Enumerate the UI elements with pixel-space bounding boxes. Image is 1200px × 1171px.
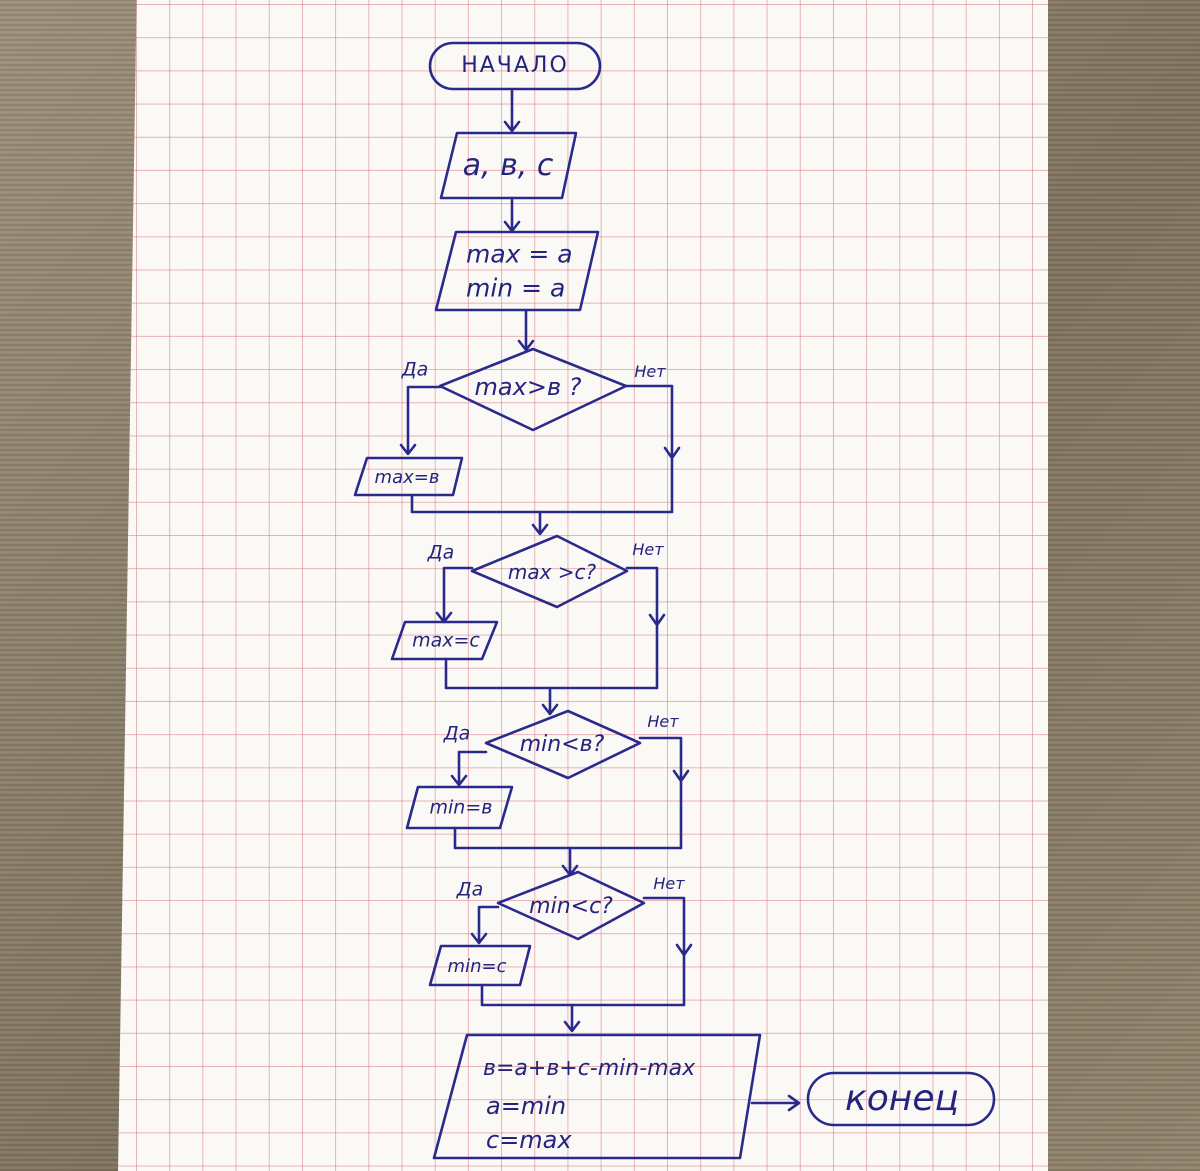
end-terminator-shape [806,1071,996,1127]
decision-2-condition: max >c? [507,560,597,584]
decision-3-condition: min<в? [519,732,605,757]
final-parallelogram-shape [432,1033,762,1160]
final-line-3: c=max [486,1126,572,1154]
connector-d3-d4 [561,846,579,877]
connector-start-input [503,87,521,133]
decision-1-yes-label: Да [401,358,429,381]
final-line-2: a=min [486,1092,567,1120]
init-line-2: min = a [466,273,566,303]
decision-4-no-branch [480,896,693,1007]
connector-d1-d2 [531,510,549,536]
decision-2-no-branch [444,566,666,690]
decision-4-yes-label: Да [456,878,484,901]
connector-input-init [503,196,521,233]
decision-1-action-shape [353,456,464,497]
decision-4-action-label: min=c [447,956,507,977]
decision-2-action-shape [390,620,499,661]
decision-2-action-label: max=c [412,629,480,652]
input-label: a, в, c [462,148,554,183]
input-parallelogram-shape [439,131,578,200]
connector-d2-d3 [541,686,559,716]
decision-4-condition: min<c? [529,894,613,919]
init-parallelogram-shape [434,230,600,312]
final-line-1: в=a+в+c-min-max [483,1056,696,1081]
decision-4-action-shape [428,944,532,987]
connector-init-d1 [517,308,535,352]
connector-final-end [750,1094,801,1112]
decision-1-condition: max>в ? [474,373,582,401]
init-line-1: max = a [466,239,573,269]
decision-4-yes-branch [470,905,500,945]
start-terminator-shape [428,41,602,91]
decision-1-diamond [438,347,628,432]
decision-4-diamond [496,870,646,941]
decision-3-yes-branch [450,750,488,787]
grid-paper-sheet [118,0,1048,1171]
end-label: конец [845,1078,959,1119]
start-label: НАЧАЛО [461,53,569,78]
decision-3-no-label: Нет [647,712,679,731]
decision-2-diamond [470,534,629,609]
decision-3-no-branch [453,736,690,850]
decision-3-action-shape [405,785,514,830]
decision-1-action-label: max=в [374,467,440,488]
decision-2-yes-label: Да [427,541,455,564]
decision-3-action-label: min=в [429,796,493,819]
decision-2-no-label: Нет [632,540,664,559]
decision-4-no-label: Нет [653,874,685,893]
decision-3-yes-label: Да [443,722,471,745]
decision-3-diamond [484,709,642,780]
decision-2-yes-branch [435,566,474,624]
decision-1-no-branch [410,384,681,514]
decision-1-no-label: Нет [634,362,666,381]
connector-d4-final [563,1003,581,1033]
decision-1-yes-branch [399,385,442,456]
